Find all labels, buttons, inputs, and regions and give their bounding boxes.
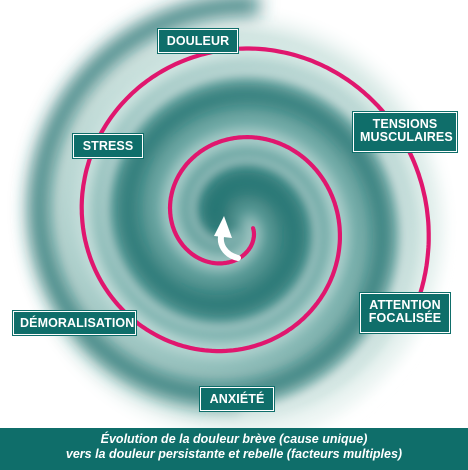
label-anxiete: ANXIÉTÉ xyxy=(200,387,274,411)
caption-line2: vers la douleur persistante et rebelle (… xyxy=(65,447,403,461)
label-attention-focalisee: ATTENTION FOCALISÉE xyxy=(360,293,450,333)
caption-line1: Évolution de la douleur brève (cause uni… xyxy=(100,432,368,446)
label-anxiete-text: ANXIÉTÉ xyxy=(209,392,265,406)
label-demoralisation-text: DÉMORALISATION xyxy=(20,316,135,330)
label-stress: STRESS xyxy=(73,134,143,158)
label-tensions-line1: TENSIONS xyxy=(372,117,438,131)
label-demoralisation: DÉMORALISATION xyxy=(13,311,136,335)
caption-bar: Évolution de la douleur brève (cause uni… xyxy=(0,428,468,470)
swirl-band xyxy=(28,0,393,405)
curved-arrow-up-icon xyxy=(214,216,241,261)
label-tensions-musculaires: TENSIONS MUSCULAIRES xyxy=(353,112,457,152)
label-tensions-line2: MUSCULAIRES xyxy=(360,130,453,144)
label-attention-line1: ATTENTION xyxy=(369,298,441,312)
label-douleur: DOULEUR xyxy=(158,29,238,53)
label-stress-text: STRESS xyxy=(82,139,134,153)
label-douleur-text: DOULEUR xyxy=(166,34,230,48)
label-attention-line2: FOCALISÉE xyxy=(368,311,442,325)
swirl-background xyxy=(13,0,457,428)
